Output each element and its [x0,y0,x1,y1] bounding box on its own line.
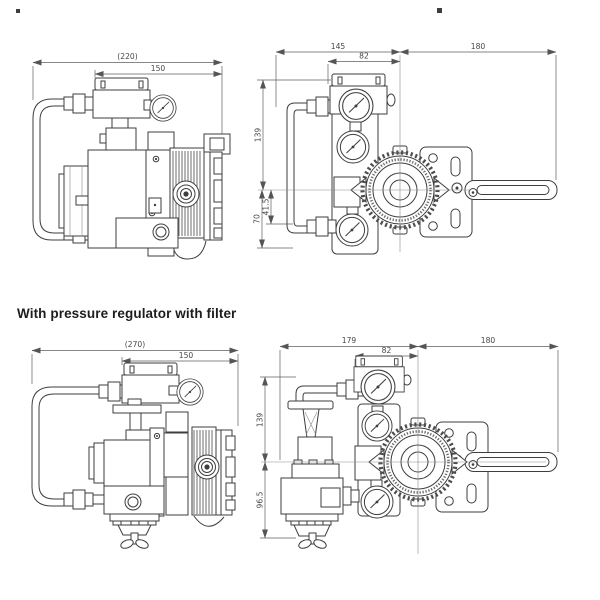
dim-lower-height: 96.5 [256,491,265,508]
upper-side-block [165,411,189,433]
scan-artifact [437,8,442,13]
main-body [103,439,153,487]
filter-body [280,477,344,515]
pipe-fitting [306,216,337,237]
pressure-gauge [336,130,370,164]
stem [129,412,142,432]
shaft-boss [194,454,220,480]
regulator-filter-unit [280,379,367,549]
section-heading: With pressure regulator with filter [17,306,237,321]
box-ear [386,93,396,107]
air-pipe [286,102,307,234]
scan-artifact [16,9,20,13]
dimension-lines: (220) 150 [32,52,223,148]
dim-upper-height: 139 [256,413,265,428]
air-loop-tube [32,98,93,241]
dimension-lines: (270) 150 [31,340,239,426]
terminal-box [121,362,180,404]
end-cap-slots [225,435,236,511]
dim-upper-height: 139 [254,128,263,143]
regulator-shoulder [291,463,340,479]
box-neck [111,117,129,130]
pressure-gauge [360,485,394,519]
terminal-box [92,77,151,119]
left-tab [88,446,95,480]
dim-left-width: 179 [342,336,357,345]
air-loop-tube [31,386,100,507]
dim-top-width: 150 [179,351,194,360]
pressure-gauge [335,213,369,247]
dim-overall-width: (270) [125,340,145,349]
gauge-neck [349,121,362,132]
adjust-handle [287,400,334,410]
pressure-gauge [361,410,393,442]
view-top-front: (220) 150 [32,52,231,260]
left-tab [58,173,65,229]
top-block [147,131,175,151]
pressure-gauge [176,378,204,406]
conduit-block [203,133,231,155]
pressure-gauge [360,369,396,405]
shaft-boss [172,180,200,208]
dim-block-width: 82 [359,52,369,61]
mid-block [163,432,189,478]
left-housing [93,442,105,484]
dimension-lines: 145 82 180 139 41.5 70 [253,42,557,249]
view-bottom-side: 179 82 180 139 96.5 [256,336,559,554]
bottom-port [152,223,170,241]
dim-block-width: 82 [382,346,392,355]
conduit-inner [209,137,225,151]
dim-left-width: 145 [331,42,346,51]
actuator-foot [193,515,225,527]
tube-fitting [63,93,94,114]
pressure-gauge [338,88,374,124]
dim-lower-height: 70 [253,214,262,224]
valve-block [105,127,137,153]
end-cap-slots [213,157,223,239]
pressure-gauge [149,94,177,122]
outlet-fitting [342,486,352,506]
dim-lever-width: 180 [471,42,486,51]
filter-unit [109,513,160,549]
tube-fitting [63,489,94,510]
dim-overall-width: (220) [117,52,137,61]
lower-side-block [165,476,189,516]
dim-mid-height: 41.5 [262,198,271,215]
bottom-flange [147,247,175,257]
dimension-lines: 179 82 180 139 96.5 [256,336,559,539]
mount-bar [112,404,162,414]
view-bottom-front: (270) 150 [31,340,239,549]
dim-top-width: 150 [151,64,166,73]
bottom-port [124,493,142,511]
view-top-side: 145 82 180 139 41.5 70 [253,42,558,255]
gauge-neck [346,206,359,215]
dim-lever-width: 180 [481,336,496,345]
